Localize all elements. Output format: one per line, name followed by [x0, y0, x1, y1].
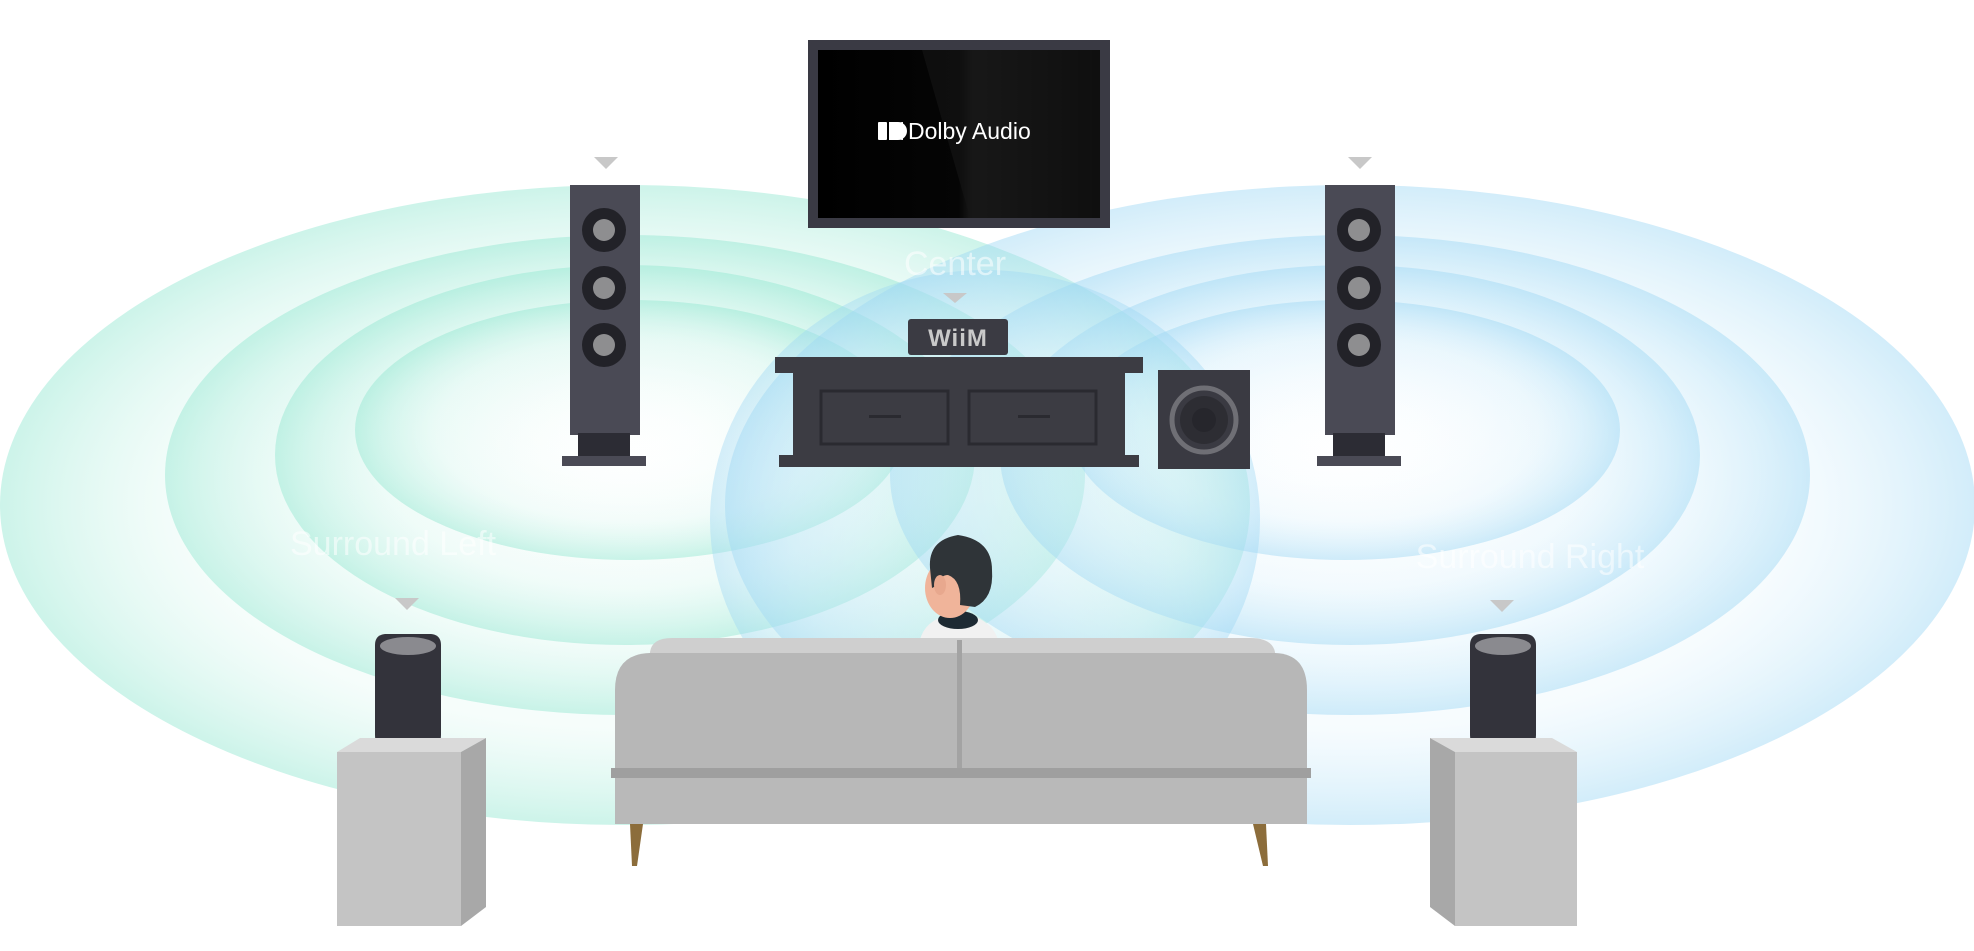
center-speaker-label: Center	[904, 245, 1006, 283]
surround-left-position-marker	[395, 598, 419, 610]
surround-left-speaker	[375, 598, 441, 748]
listener-person	[920, 535, 998, 640]
front-right-tower-speaker	[1317, 157, 1401, 466]
wiim-streamer: WiiM	[908, 319, 1008, 355]
surround-right-speaker	[1470, 600, 1536, 748]
subwoofer	[1158, 370, 1250, 469]
surround-right-label: Surround Right	[1416, 538, 1645, 576]
surround-right-stand	[1430, 738, 1577, 926]
surround-left-label: Surround Left	[290, 525, 497, 563]
tv-cabinet	[775, 357, 1143, 467]
woofer-icon	[1337, 208, 1381, 367]
front-right-position-marker	[1348, 157, 1372, 169]
front-left-tower-speaker	[562, 157, 646, 466]
surround-left-stand	[337, 738, 486, 926]
surround-right-position-marker	[1490, 600, 1514, 612]
dolby-double-d-icon	[878, 122, 907, 140]
center-position-marker	[943, 293, 967, 303]
tv-brand-text: Dolby Audio	[908, 118, 1031, 144]
front-left-position-marker	[594, 157, 618, 169]
sofa	[611, 638, 1311, 866]
television: Dolby Audio	[808, 40, 1110, 228]
woofer-icon	[582, 208, 626, 367]
wiim-label: WiiM	[928, 325, 988, 352]
